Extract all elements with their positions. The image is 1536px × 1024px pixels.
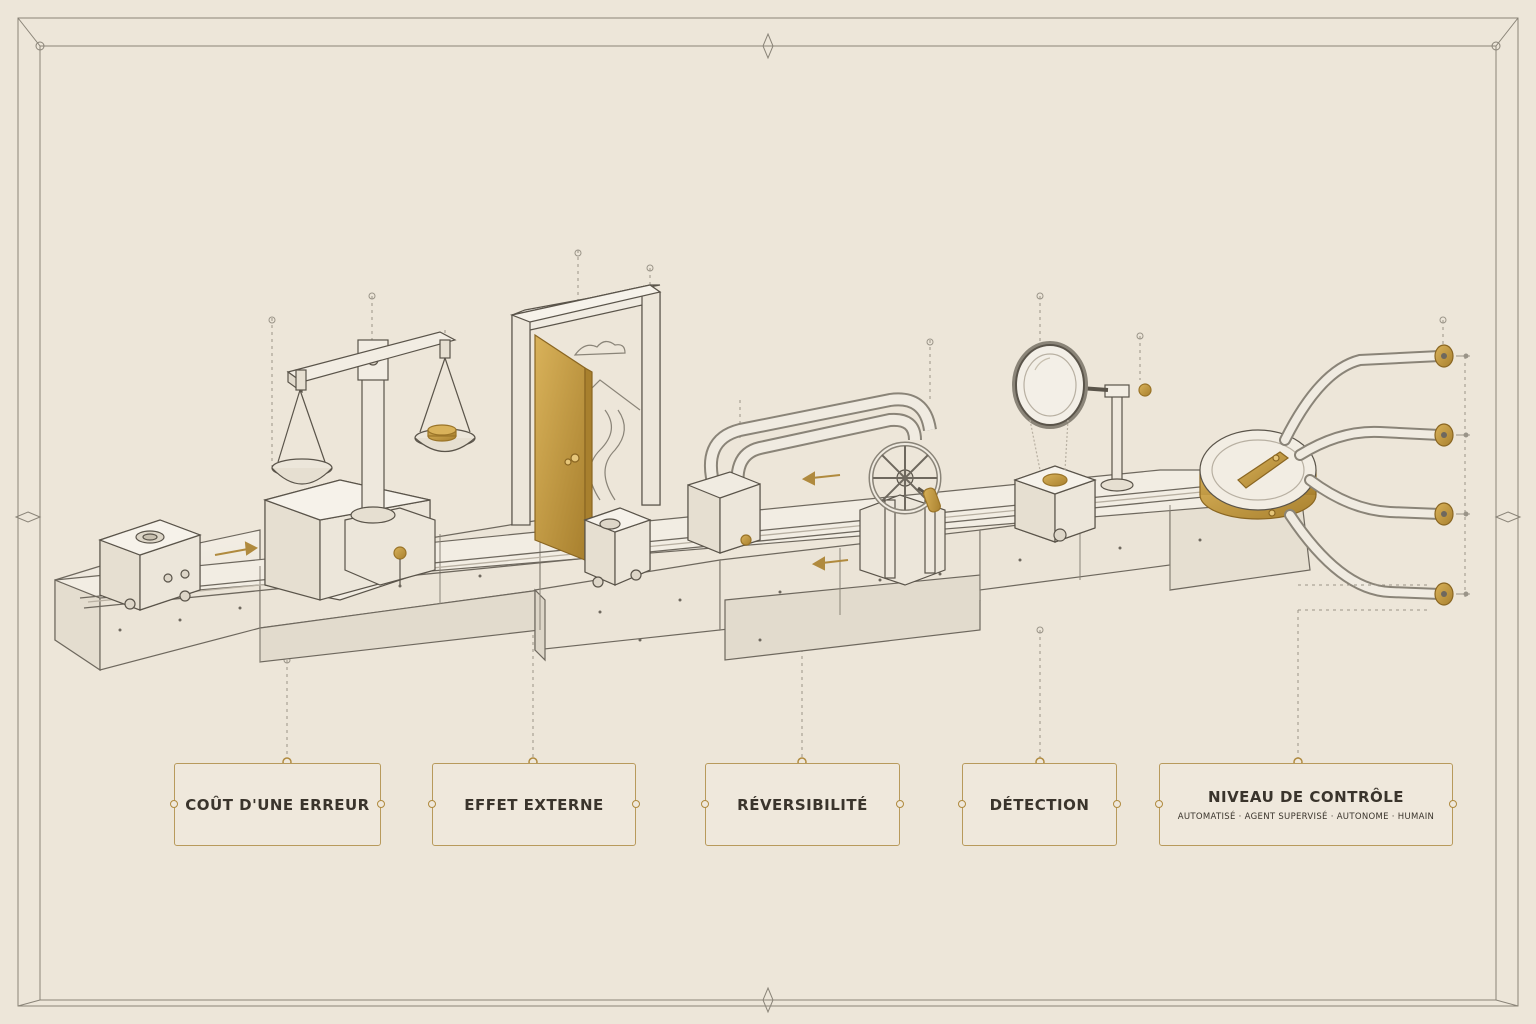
start-block [98, 519, 202, 611]
carriage-block [583, 507, 652, 588]
connector-node [896, 800, 904, 808]
open-door-icon [509, 284, 662, 563]
magnifier-icon [1012, 341, 1152, 543]
label-subtitle: AUTOMATISÉ · AGENT SUPERVISÉ · AUTONOME … [1177, 811, 1435, 822]
connector-node [632, 800, 640, 808]
label-title: NIVEAU DE CONTRÔLE [1207, 787, 1405, 806]
label-title: DÉTECTION [989, 795, 1090, 814]
connector-node [1449, 800, 1457, 808]
connector-node [377, 800, 385, 808]
label-niveau-controle: NIVEAU DE CONTRÔLE AUTOMATISÉ · AGENT SU… [1159, 763, 1453, 846]
dial-switch-icon [1199, 344, 1454, 606]
connector-node [170, 800, 178, 808]
label-detection: DÉTECTION [962, 763, 1117, 846]
page-frame [14, 17, 1522, 1014]
balance-scale-icon [263, 331, 476, 601]
label-title: COÛT D'UNE ERREUR [185, 795, 370, 814]
label-effet-externe: EFFET EXTERNE [432, 763, 636, 846]
label-reversibilite: RÉVERSIBILITÉ [705, 763, 900, 846]
guide-lines [271, 250, 1466, 758]
connector-node [428, 800, 436, 808]
label-title: EFFET EXTERNE [464, 795, 604, 814]
connector-node [1155, 800, 1163, 808]
label-title: RÉVERSIBILITÉ [737, 795, 868, 814]
loop-carriage [687, 471, 761, 554]
connector-node [701, 800, 709, 808]
handwheel-icon [859, 441, 946, 586]
flow-arrows [214, 471, 849, 571]
label-cout-erreur: COÛT D'UNE ERREUR [174, 763, 381, 846]
connector-node [1113, 800, 1121, 808]
connector-node [958, 800, 966, 808]
